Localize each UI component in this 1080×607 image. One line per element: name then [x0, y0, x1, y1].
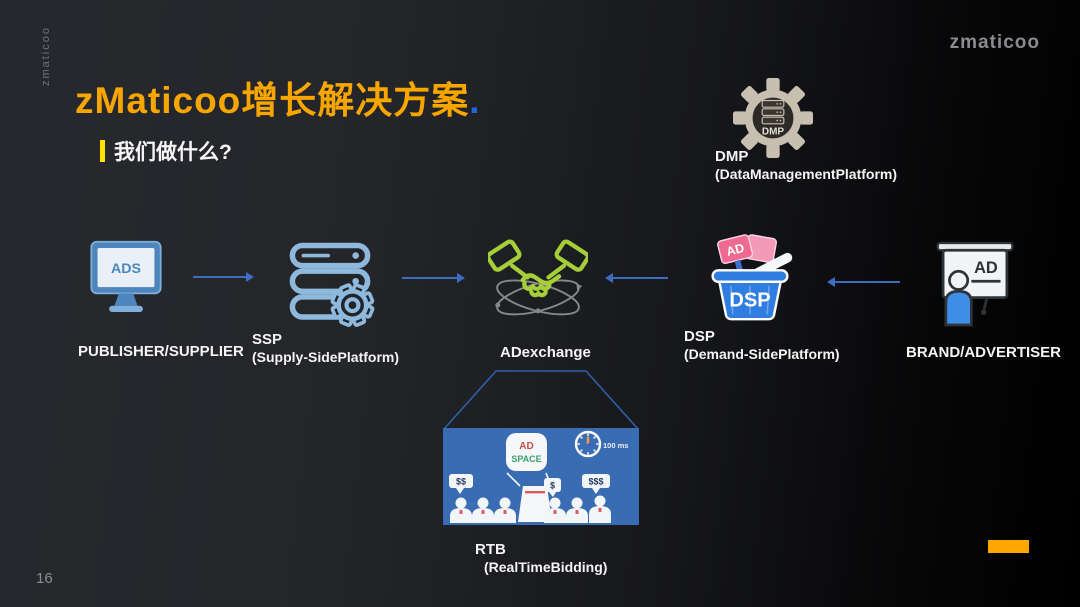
bidder-icon: [472, 497, 494, 523]
dsp-name: DSP: [684, 328, 715, 345]
bidder-icon: [544, 497, 566, 523]
page-number: 16: [36, 570, 53, 587]
flow-arrow-dsp-to-adexchange: [605, 273, 668, 283]
brand-label: BRAND/ADVERTISER: [906, 344, 1062, 361]
podium: [518, 486, 552, 522]
rtb-auction-image: AD SPACE 100 ms $$: [443, 428, 639, 525]
flow-arrow-publisher-to-ssp: [193, 272, 254, 282]
bidder-icon: [566, 497, 588, 523]
dmp-full-name: (DataManagementPlatform): [715, 166, 898, 182]
bidder-icon: [589, 495, 611, 523]
flow-arrow-brand-to-dsp: [827, 277, 900, 287]
brand-icon-label: AD: [974, 259, 998, 277]
ssp-gear: [330, 283, 375, 327]
ssp-name: SSP: [252, 331, 283, 348]
bid-bubbles: $$ $ $$$: [449, 474, 610, 497]
adexchange-handshake-icon: [488, 239, 588, 316]
bidder-icon: [494, 497, 516, 523]
dmp-gear-icon: DMP: [733, 78, 813, 158]
page-title-text: zMaticoo增长解决方案: [75, 80, 470, 121]
section-subtitle: 我们做什么?: [100, 136, 232, 166]
publisher-icon-label: ADS: [111, 261, 141, 277]
title-period: .: [469, 80, 481, 121]
rtb-full-name: (RealTimeBidding): [484, 559, 608, 575]
dmp-icon-label: DMP: [762, 127, 785, 138]
clock-icon: [574, 430, 602, 458]
bidder-icon: [450, 497, 472, 523]
side-watermark: zmaticoo: [40, 26, 52, 87]
subtitle-text: 我们做什么?: [114, 141, 232, 164]
subtitle-accent-bar: [100, 140, 105, 162]
zmaticoo-logo: zmaticoo: [949, 32, 1040, 53]
speech-bubble: $$$: [582, 474, 610, 494]
flow-arrow-ssp-to-adexchange: [402, 273, 465, 283]
ssp-full-name: (Supply-SidePlatform): [252, 349, 400, 365]
rtb-name: RTB: [475, 541, 506, 558]
ad-space-line2: SPACE: [511, 454, 541, 464]
dsp-icon-label: DSP: [729, 290, 770, 312]
ad-space-card: AD SPACE: [506, 433, 547, 471]
speech-bubble: $: [544, 478, 561, 497]
bid-amount: $$: [456, 477, 466, 487]
bid-amount: $: [550, 481, 555, 491]
publisher-monitor-icon: ADS: [90, 240, 162, 312]
bidder-icons: [450, 495, 611, 523]
footer-accent-bar: [988, 540, 1029, 553]
speech-bubble: $$: [449, 474, 473, 494]
publisher-label: PUBLISHER/SUPPLIER: [78, 343, 244, 360]
ssp-server-icon: [289, 242, 375, 327]
adexchange-label: ADexchange: [500, 344, 591, 361]
bid-amount: $$$: [588, 477, 603, 487]
brand-board-icon: AD: [936, 241, 1014, 327]
timer-label: 100 ms: [603, 441, 628, 450]
dsp-full-name: (Demand-SidePlatform): [684, 346, 840, 362]
page-title: zMaticoo增长解决方案.: [75, 70, 481, 124]
funnel-lines: [443, 370, 639, 430]
dsp-ad-sign-label: AD: [725, 241, 746, 259]
dmp-name: DMP: [715, 148, 749, 165]
dsp-basket-icon: AD DSP: [711, 234, 793, 321]
ad-space-line1: AD: [519, 441, 533, 452]
